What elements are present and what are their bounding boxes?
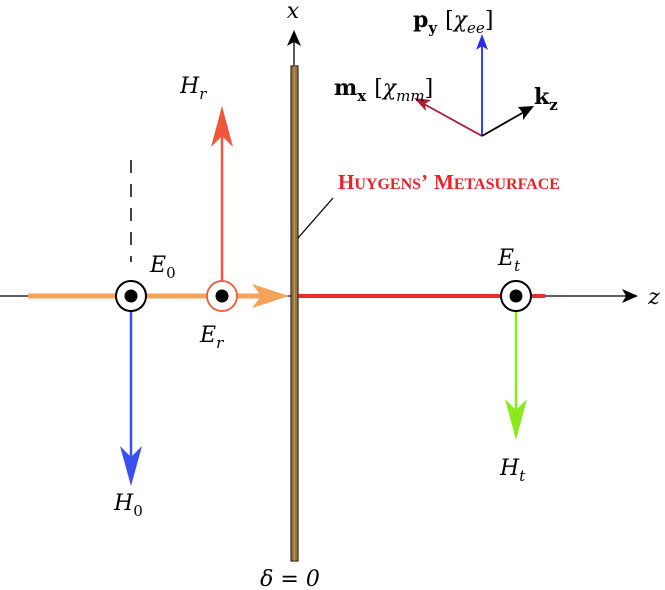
incident-e-label: E0 [149, 253, 176, 282]
incident-beam-arrowhead [252, 284, 289, 308]
incident-h-arrow [120, 310, 142, 486]
metasurface-slab [290, 65, 299, 562]
reflected-e-field-symbol [206, 280, 238, 312]
x-axis-arrowhead [287, 30, 301, 46]
reflected-e-label: Er [199, 323, 224, 352]
m-moment-arrow [423, 103, 483, 137]
incident-e-field-symbol [115, 280, 147, 312]
incident-beam [28, 284, 289, 308]
metasurface-leader-line [297, 197, 334, 239]
thickness-label: δ = 0 [260, 567, 320, 590]
k-vector-label: kz [534, 84, 558, 114]
reflected-h-label: Hr [179, 74, 207, 103]
metasurface-label: HUYGENS’METASURFACE [338, 170, 560, 194]
transmitted-h-label: Ht [499, 456, 526, 485]
m-moment-label: mx[χmm] [334, 75, 433, 105]
moment-triad [414, 34, 534, 137]
transmitted-h-arrow [505, 310, 527, 440]
z-axis-label: z [647, 285, 660, 310]
transmitted-e-label: Et [497, 246, 521, 275]
x-axis-label: x [287, 0, 300, 24]
p-moment-label: py[χee] [413, 7, 493, 37]
transmitted-e-field-symbol [500, 280, 532, 312]
incident-h-label: H0 [113, 491, 143, 520]
z-axis-arrowhead [622, 289, 638, 303]
reflected-h-arrow [211, 106, 233, 282]
k-vector-arrow [481, 111, 525, 137]
